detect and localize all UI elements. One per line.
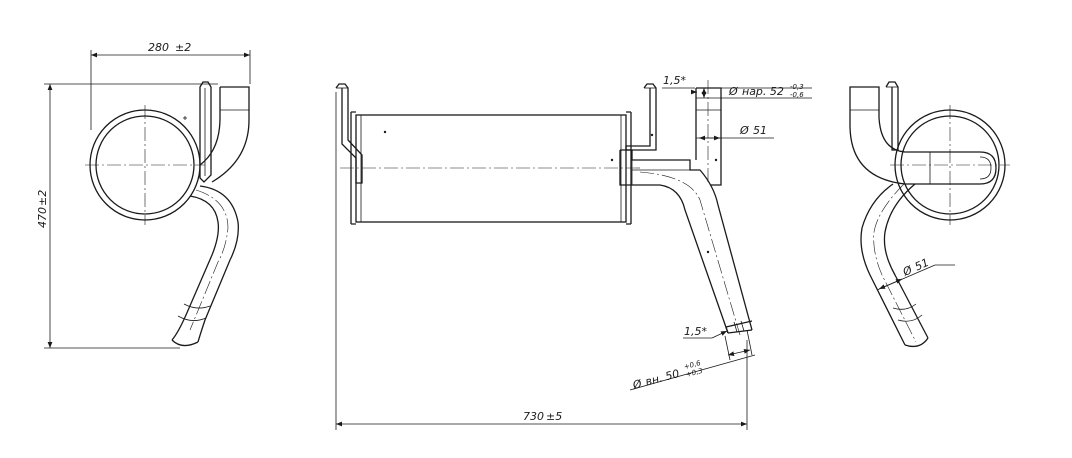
left-inlet-pipe — [211, 86, 250, 183]
outer-dia-tol-upper: -0,3 — [790, 83, 804, 91]
outer-dia-dimension: нар. 52 — [742, 85, 784, 98]
front-outlet-pipe — [619, 149, 753, 334]
muffler-body — [355, 114, 627, 223]
bottom-weld-dimension: 1,5* — [684, 325, 707, 338]
bottom-weld-leader — [711, 330, 728, 339]
front-view: 1,5* Ø нар. 52 -0,3 -0,6 Ø 51 1,5* Ø вн.… — [335, 74, 812, 430]
length-tolerance: ±5 — [546, 410, 562, 423]
left-view: 280 ±2 470 ±2 — [36, 41, 251, 349]
right-pipe-dia-symbol: Ø — [900, 263, 914, 279]
inner-dia-symbol: Ø — [630, 377, 643, 392]
left-height-dimension: 470 — [36, 207, 49, 228]
left-hanger-bracket — [199, 81, 212, 183]
left-width-tolerance: ±2 — [175, 41, 191, 54]
right-view: Ø 51 — [849, 81, 1010, 348]
length-dimension: 730 — [523, 410, 544, 423]
pipe-dia-symbol: Ø — [739, 124, 749, 137]
right-pipe-dia-dimension: 51 — [913, 256, 931, 274]
left-height-tolerance: ±2 — [36, 190, 49, 206]
left-width-dimension: 280 — [148, 41, 169, 54]
outer-dia-tol-lower: -0,6 — [790, 91, 804, 99]
top-weld-dimension: 1,5* — [663, 74, 686, 87]
right-pipe-dia-dimension-line — [878, 278, 903, 290]
front-inlet-pipe — [696, 87, 722, 186]
inner-dia-dimension-line — [727, 348, 751, 357]
right-hanger-bracket — [885, 81, 899, 151]
outer-dia-symbol: Ø — [728, 85, 738, 98]
pipe-dia-dimension: 51 — [753, 124, 767, 137]
front-left-hanger — [335, 83, 363, 184]
inner-dia-dimension: вн. 50 — [644, 367, 681, 389]
right-outlet-pipe — [860, 183, 929, 346]
left-outlet-pipe — [197, 185, 239, 343]
front-right-hanger — [625, 83, 657, 151]
right-inlet-pipe — [849, 86, 997, 185]
